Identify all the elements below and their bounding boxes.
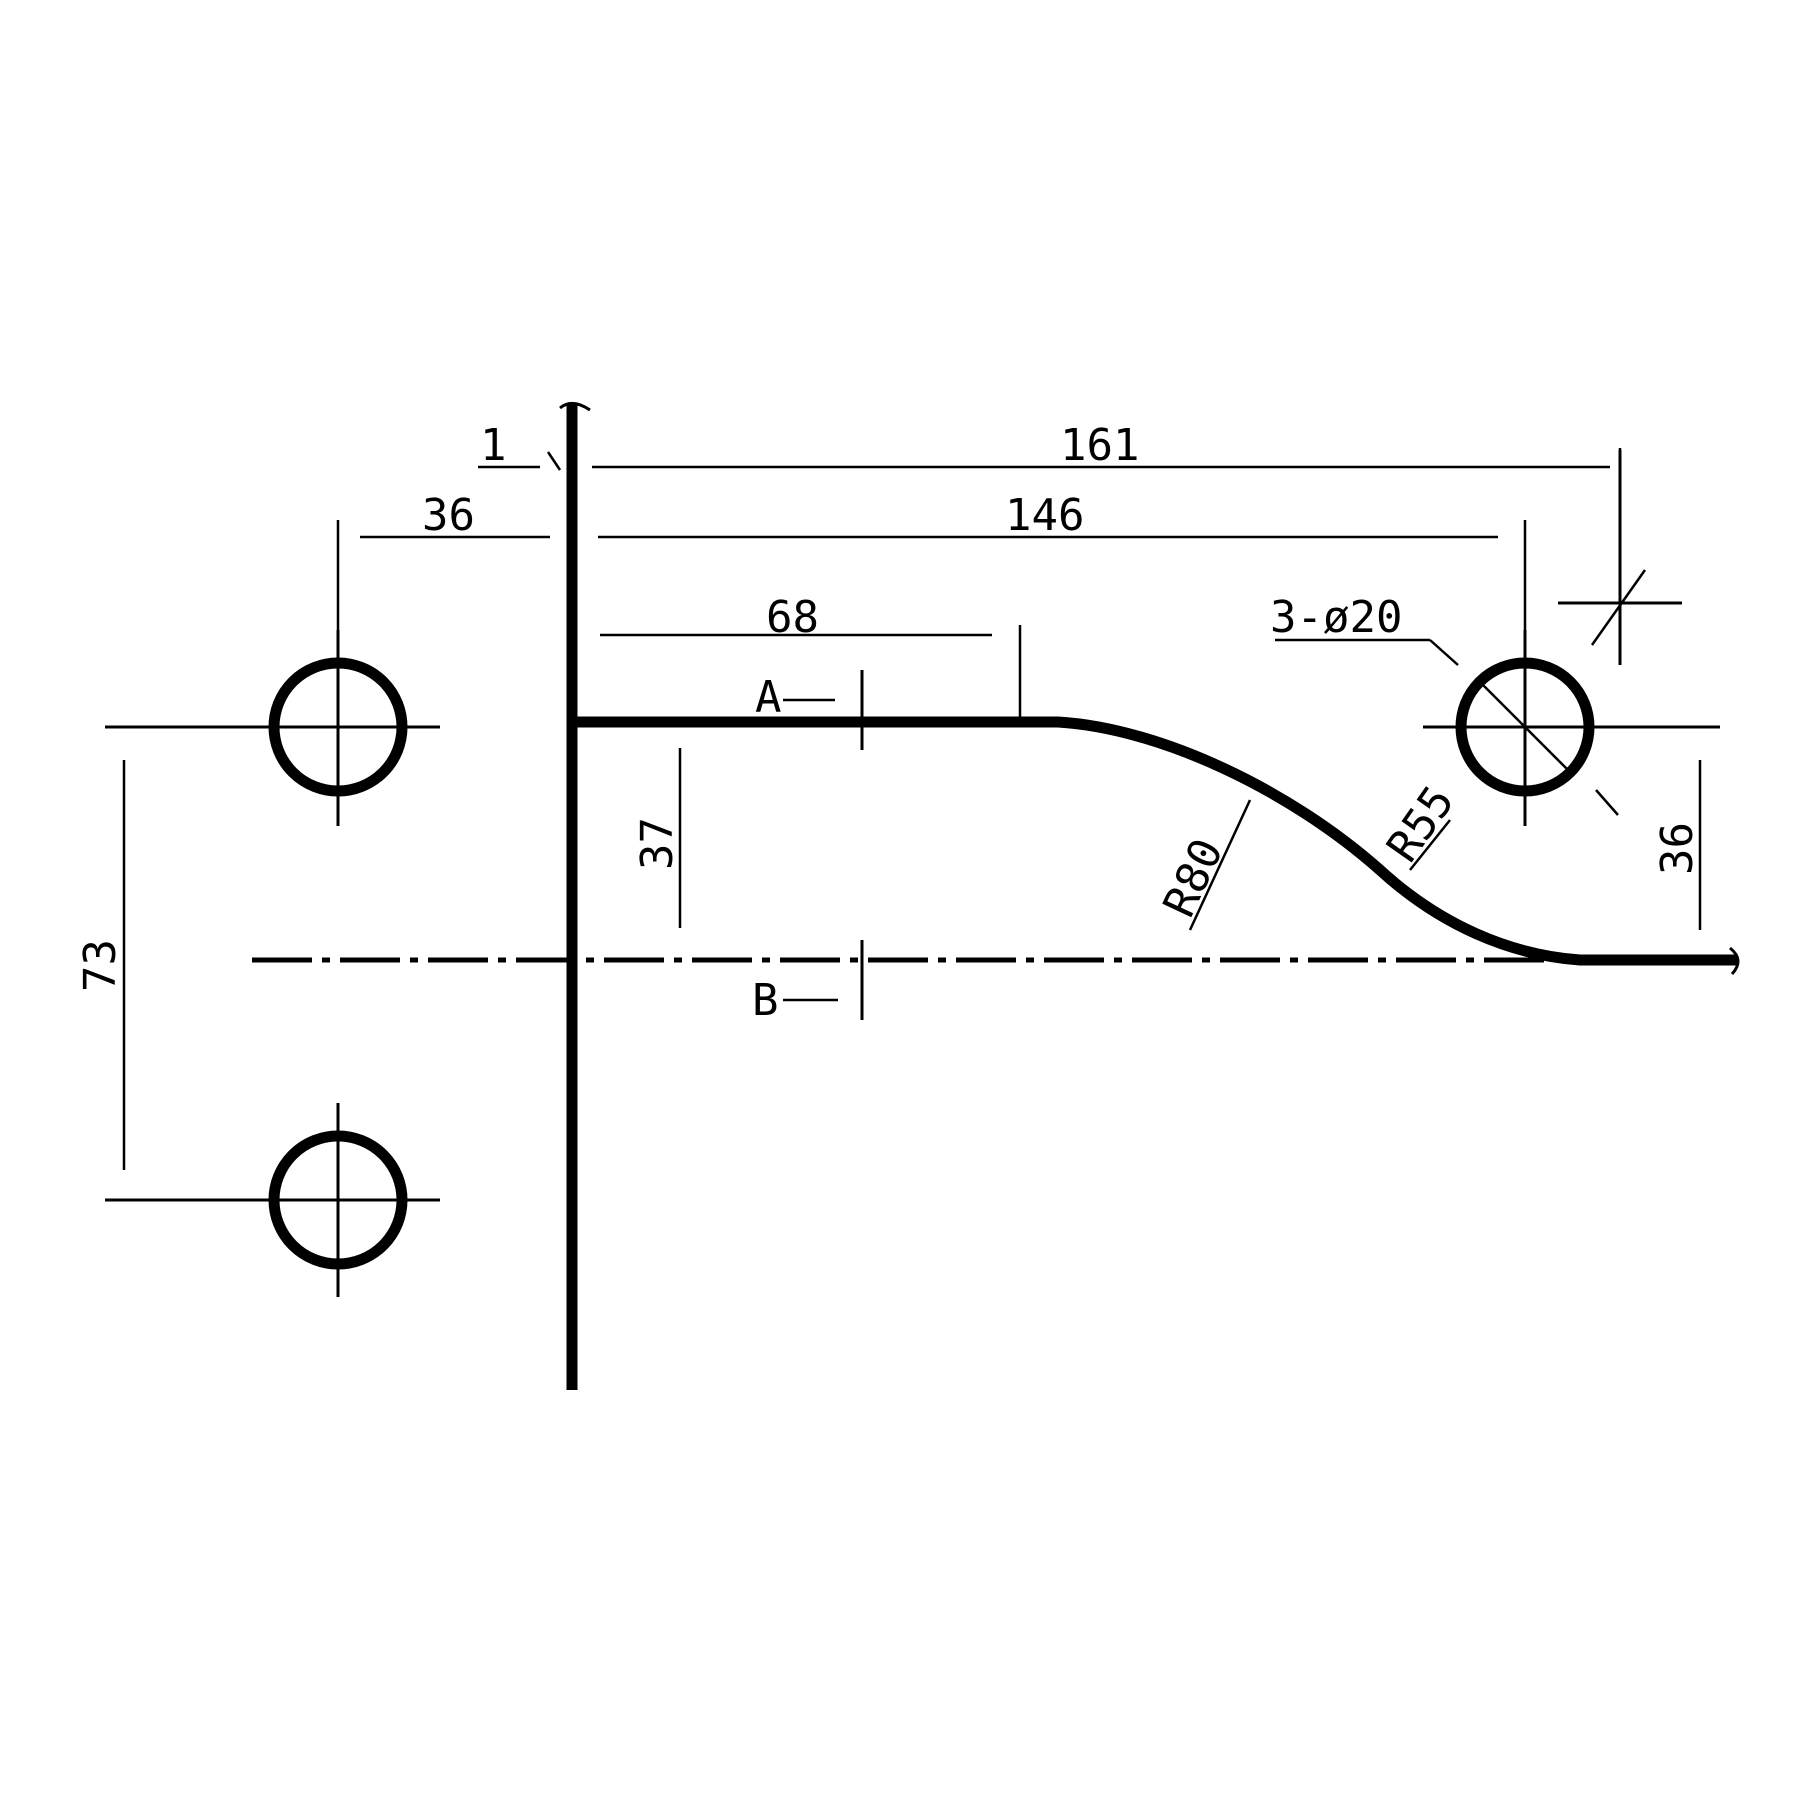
dim-37-label: 37 — [632, 817, 683, 870]
section-a-label: A — [755, 672, 782, 723]
dim-36-right-label: 36 — [1652, 822, 1703, 875]
hole-callout-label: 3-ø20 — [1270, 592, 1402, 643]
radius-r80-label: R80 — [1154, 831, 1234, 925]
dim-73-label: 73 — [75, 939, 126, 992]
hole-right — [1423, 630, 1720, 826]
dim-161-label: 161 — [1060, 420, 1139, 471]
radius-r55-label: R55 — [1377, 777, 1464, 871]
curved-arm — [572, 716, 1738, 966]
section-b-label: B — [752, 975, 779, 1026]
break-mark-top — [559, 402, 591, 412]
dim-1-label: 1 — [480, 420, 507, 471]
hole-left-lower — [105, 1103, 440, 1297]
hole-left-upper — [105, 630, 440, 826]
dim-146-label: 146 — [1005, 490, 1084, 541]
break-mark-right — [1729, 946, 1740, 976]
part-profile — [559, 402, 1740, 1390]
dim-68-label: 68 — [766, 592, 819, 643]
dimension-lines — [122, 448, 1702, 1170]
dim-36-top-label: 36 — [422, 490, 475, 541]
